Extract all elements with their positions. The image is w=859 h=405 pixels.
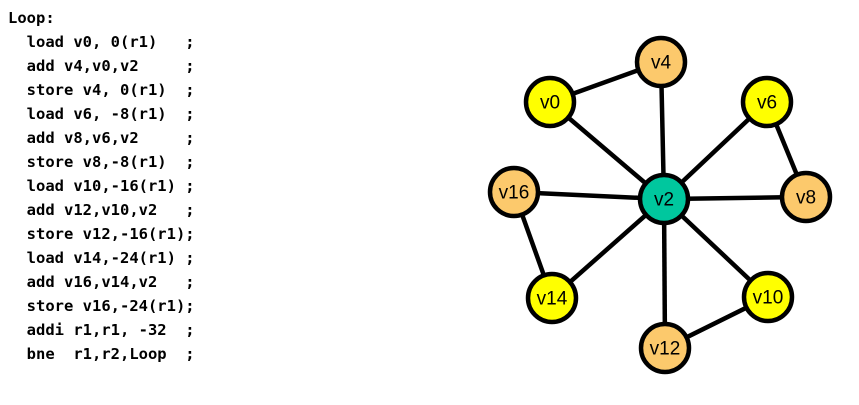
graph-node-v14[interactable]: v14: [525, 271, 579, 325]
code-line: load v10,-16(r1) ;: [8, 177, 195, 195]
graph-edge-v6-v8: [772, 120, 801, 179]
code-line: add v4,v0,v2 ;: [8, 57, 195, 75]
graph-node-v12[interactable]: v12: [638, 321, 692, 375]
interference-graph: v0 v2 v4 v6 v8 v10 v12 v14 v16: [487, 35, 833, 375]
graph-edge-v10-v12: [682, 304, 751, 341]
graph-node-label-v6: v6: [757, 93, 777, 114]
graph-node-v2[interactable]: v2: [637, 172, 691, 226]
graph-node-label-v16: v16: [499, 183, 530, 204]
graph-edge-v0-v4: [568, 67, 643, 97]
graph-node-label-v12: v12: [650, 339, 681, 360]
code-line: bne r1,r2,Loop ;: [8, 345, 195, 363]
code-line: store v16,-24(r1);: [8, 297, 195, 315]
graph-node-label-v2: v2: [654, 190, 674, 211]
code-line: add v12,v10,v2 ;: [8, 201, 195, 219]
graph-node-circle-v6[interactable]: [740, 75, 794, 129]
graph-edge-v16-v2: [534, 190, 644, 201]
graph-edge-layer: [518, 67, 801, 341]
interference-graph-panel: v0 v2 v4 v6 v8 v10 v12 v14 v16: [470, 0, 859, 405]
graph-node-circle-v0[interactable]: [523, 75, 577, 129]
graph-node-circle-v14[interactable]: [525, 271, 579, 325]
graph-node-layer: v0 v2 v4 v6 v8 v10 v12 v14 v16: [487, 35, 833, 375]
code-line: add v8,v6,v2 ;: [8, 129, 195, 147]
graph-edge-v8-v2: [684, 195, 786, 201]
graph-edge-v6-v2: [677, 114, 754, 187]
graph-node-circle-v2[interactable]: [637, 172, 691, 226]
code-line: store v8,-8(r1) ;: [8, 153, 195, 171]
graph-edge-v14-v16: [518, 211, 548, 279]
graph-node-label-v8: v8: [796, 188, 816, 209]
code-line: Loop:: [8, 9, 55, 27]
graph-node-label-v14: v14: [537, 289, 568, 310]
graph-node-circle-v16[interactable]: [487, 165, 541, 219]
graph-edge-v12-v2: [661, 219, 668, 328]
graph-node-circle-v12[interactable]: [638, 321, 692, 375]
graph-node-label-v0: v0: [540, 93, 560, 114]
graph-node-label-v10: v10: [753, 288, 784, 309]
graph-node-circle-v4[interactable]: [634, 35, 688, 89]
graph-node-v4[interactable]: v4: [634, 35, 688, 89]
code-line: load v14,-24(r1) ;: [8, 249, 195, 267]
graph-node-v10[interactable]: v10: [741, 270, 795, 324]
graph-node-v8[interactable]: v8: [779, 170, 833, 224]
assembly-code-listing: Loop: load v0, 0(r1) ; add v4,v0,v2 ; st…: [8, 6, 195, 366]
graph-node-v0[interactable]: v0: [523, 75, 577, 129]
graph-node-circle-v10[interactable]: [741, 270, 795, 324]
graph-node-v16[interactable]: v16: [487, 165, 541, 219]
graph-node-circle-v8[interactable]: [779, 170, 833, 224]
graph-edge-v14-v2: [566, 211, 650, 286]
graph-edge-v4-v2: [659, 82, 666, 179]
graph-edge-v0-v2: [564, 113, 650, 188]
graph-node-label-v4: v4: [651, 53, 672, 74]
code-line: load v0, 0(r1) ;: [8, 33, 195, 51]
graph-node-v6[interactable]: v6: [740, 75, 794, 129]
assembly-code-panel: Loop: load v0, 0(r1) ; add v4,v0,v2 ; st…: [8, 6, 195, 366]
code-line: load v6, -8(r1) ;: [8, 105, 195, 123]
graph-edge-v10-v2: [677, 211, 755, 285]
code-line: addi r1,r1, -32 ;: [8, 321, 195, 339]
code-line: add v16,v14,v2 ;: [8, 273, 195, 291]
code-line: store v4, 0(r1) ;: [8, 81, 195, 99]
code-line: store v12,-16(r1);: [8, 225, 195, 243]
